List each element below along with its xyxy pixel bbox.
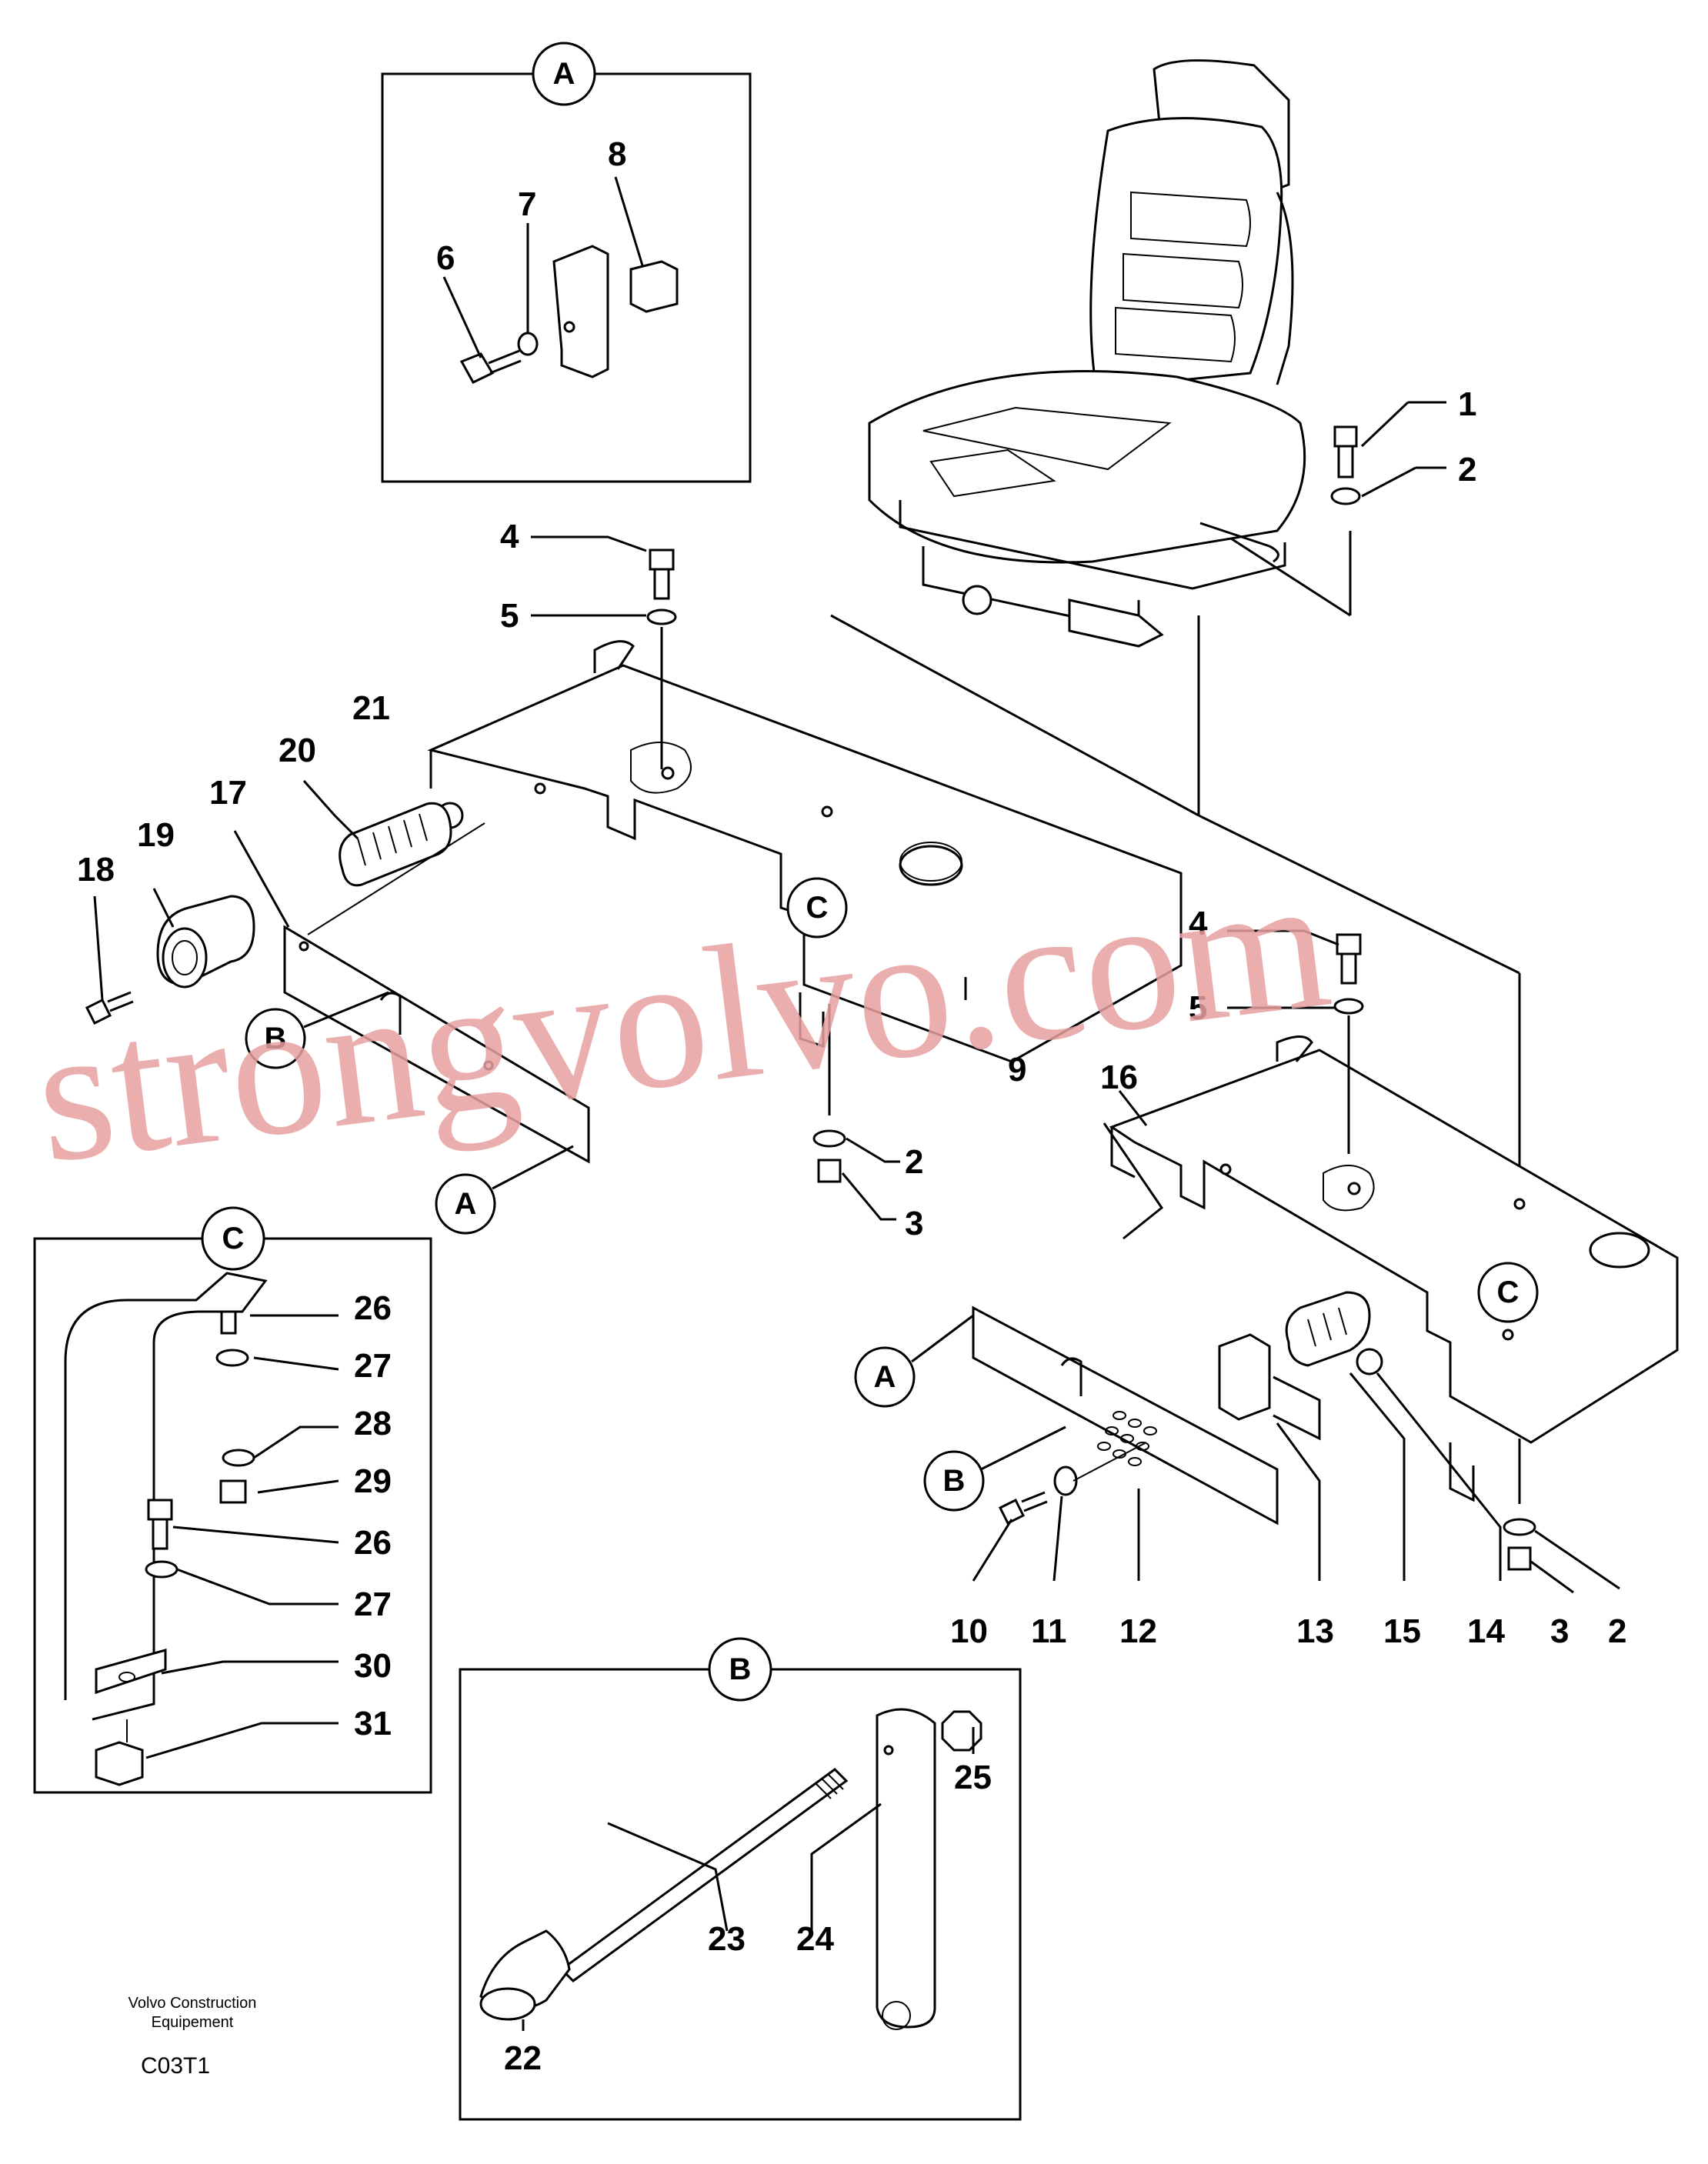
label-2: 2 (1608, 1612, 1626, 1650)
company-line-1: Volvo Construction (128, 1995, 257, 2012)
label-11: 11 (1031, 1612, 1067, 1650)
label-20: 20 (279, 732, 316, 769)
bolt-icon (649, 549, 675, 600)
label-30: 30 (354, 1647, 392, 1685)
callout-a-right: A (874, 1360, 896, 1394)
label-28: 28 (354, 1405, 392, 1442)
label-25: 25 (954, 1759, 992, 1796)
label-22: 22 (504, 2039, 542, 2077)
bolt-icon (85, 991, 134, 1025)
label-13: 13 (1296, 1612, 1334, 1650)
callout-b-title: B (729, 1652, 752, 1686)
label-29: 29 (354, 1462, 392, 1500)
label-7: 7 (518, 185, 536, 223)
callout-b-right: B (943, 1464, 966, 1498)
label-5: 5 (1189, 989, 1207, 1027)
label-2: 2 (1458, 451, 1476, 488)
bolt-icon (1336, 933, 1362, 985)
washer-icon (1333, 998, 1364, 1015)
label-5: 5 (500, 597, 519, 635)
part-labels: 1 2 2 3 2 3 4 5 4 5 6 7 8 9 10 11 12 13 … (77, 135, 1626, 2077)
nut-icon (817, 1159, 842, 1183)
label-2: 2 (905, 1143, 923, 1181)
left-console-icon (427, 640, 1183, 1063)
clip-nut-icon (629, 260, 679, 313)
washer-icon (812, 1129, 846, 1148)
rod-icon (559, 1768, 849, 1982)
seat-icon (868, 59, 1306, 648)
label-21: 21 (352, 689, 390, 727)
nut-icon (1507, 1546, 1532, 1571)
label-17: 17 (209, 774, 247, 812)
detail-box-c: C (33, 1206, 432, 1794)
pin-icon (876, 1708, 936, 2029)
label-8: 8 (608, 135, 626, 173)
label-1: 1 (1458, 385, 1476, 423)
label-12: 12 (1119, 1612, 1157, 1650)
label-26: 26 (354, 1289, 392, 1327)
watermark: strongvolvo.com (25, 834, 1340, 1204)
bracket-icon (552, 245, 609, 378)
label-9: 9 (1008, 1051, 1026, 1089)
bolt-icon (1333, 425, 1358, 478)
label-3: 3 (1550, 1612, 1569, 1650)
callout-c-right: C (1497, 1275, 1520, 1309)
label-18: 18 (77, 851, 115, 889)
callout-b-left: B (265, 1022, 287, 1055)
bracket-icon (1218, 1333, 1271, 1421)
company-line-2: Equipement (152, 2014, 234, 2031)
washer-icon (1330, 487, 1361, 505)
bolt-icon (459, 349, 522, 384)
washer-icon (1053, 1465, 1078, 1496)
label-15: 15 (1383, 1612, 1421, 1650)
nut-icon (219, 1479, 247, 1504)
label-26: 26 (354, 1524, 392, 1562)
bolt-icon (147, 1499, 173, 1550)
washer-icon (646, 609, 677, 625)
label-27: 27 (354, 1347, 392, 1385)
label-24: 24 (796, 1920, 834, 1958)
label-14: 14 (1467, 1612, 1505, 1650)
label-31: 31 (354, 1705, 392, 1742)
cap-icon (156, 895, 255, 989)
label-10: 10 (950, 1612, 988, 1650)
washer-icon (517, 332, 539, 356)
drawing-code: C03T1 (141, 2053, 210, 2079)
label-19: 19 (137, 816, 175, 854)
label-27: 27 (354, 1585, 392, 1623)
bushing-icon (1356, 1348, 1383, 1375)
washer-icon (1503, 1518, 1536, 1536)
handrail-icon (64, 1272, 268, 1721)
bolt-icon (998, 1491, 1048, 1525)
spring-icon (339, 802, 452, 887)
callout-c-title: C (222, 1222, 245, 1255)
callout-a-left: A (455, 1187, 477, 1221)
detail-box-a: A (381, 42, 752, 483)
nut-icon (941, 1710, 982, 1752)
detail-box-b: B (459, 1637, 1022, 2121)
spring-icon (1285, 1291, 1371, 1367)
label-6: 6 (436, 239, 455, 277)
footer: Volvo Construction Equipement C03T1 (128, 1995, 257, 2079)
label-16: 16 (1100, 1059, 1138, 1096)
clip-nut-icon (95, 1741, 144, 1786)
callout-a-title: A (553, 57, 575, 91)
label-4: 4 (500, 518, 519, 555)
washer-icon (222, 1449, 255, 1467)
label-3: 3 (905, 1205, 923, 1242)
callout-c-left: C (806, 891, 829, 925)
washer-icon (145, 1560, 178, 1579)
label-23: 23 (708, 1920, 746, 1958)
side-panel-icon (283, 925, 590, 1164)
label-4: 4 (1189, 905, 1208, 942)
side-panel-icon (972, 1305, 1279, 1525)
washer-icon (215, 1349, 249, 1367)
